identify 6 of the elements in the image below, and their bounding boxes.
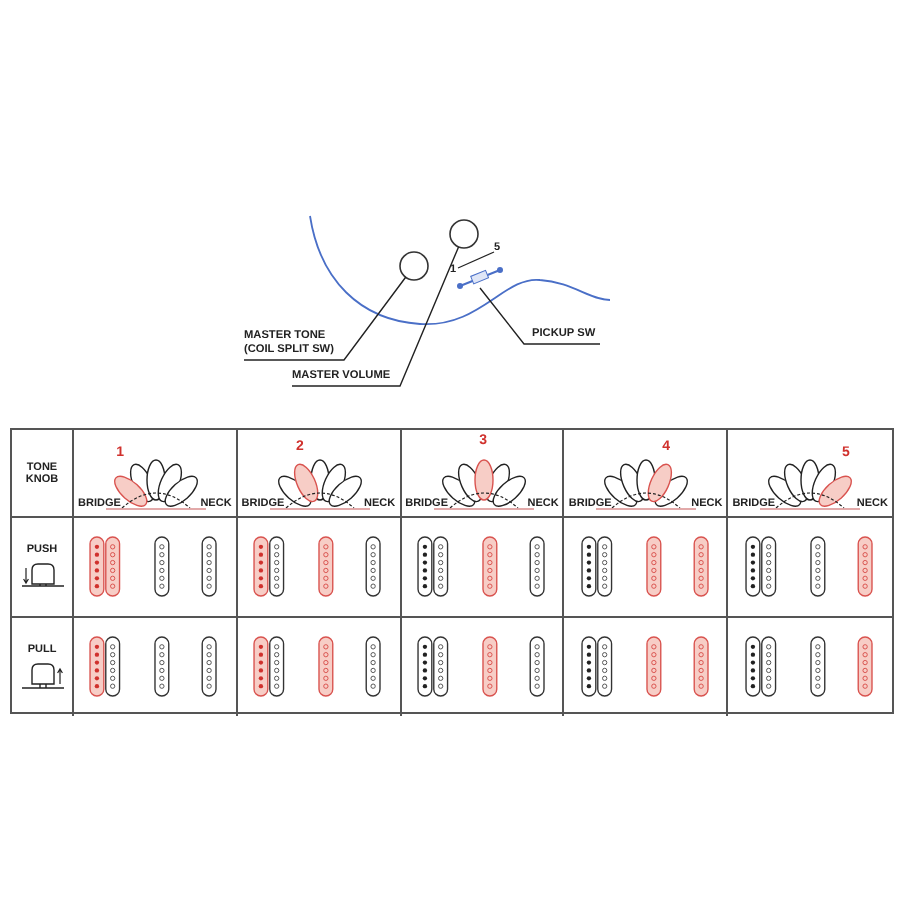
- leader-line: [479, 287, 601, 345]
- knob-circle: [399, 251, 429, 281]
- leader-line: [243, 276, 407, 361]
- knob-circle: [449, 219, 479, 249]
- leader-line: [291, 246, 460, 387]
- selector-switch: [457, 267, 503, 289]
